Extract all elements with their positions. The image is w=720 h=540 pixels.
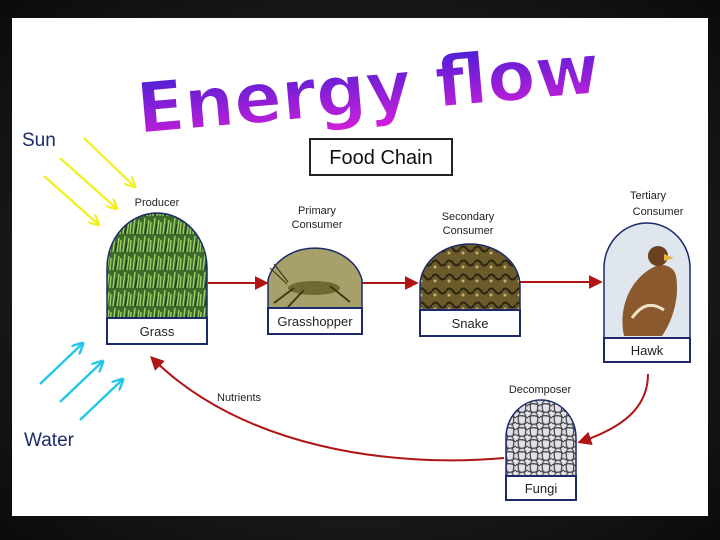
grasshopper-image	[267, 247, 363, 309]
slide: Energy flow Sun Water Food Chain Nutrien…	[12, 18, 708, 516]
primary-consumer-stage: Primary Consumer Grasshopper	[267, 205, 363, 335]
arrow-decomposer-to-producer	[150, 356, 505, 462]
page-title: Energy flow	[133, 28, 603, 150]
grass-label: Grass	[140, 324, 175, 339]
fungi-label: Fungi	[525, 481, 558, 496]
grasshopper-icon	[269, 263, 351, 308]
primary-role-line2: Consumer	[292, 219, 343, 231]
snake-label-box	[419, 309, 521, 337]
tertiary-consumer-stage: Tertiary Consumer Hawk	[603, 190, 691, 363]
secondary-role-line1: Secondary	[442, 211, 495, 223]
food-chain-box	[309, 138, 453, 176]
hawk-icon	[622, 246, 678, 336]
decomposer-role-label: Decomposer	[509, 384, 572, 396]
hawk-label-box	[603, 337, 691, 363]
arrow-tertiary-to-decomposer	[577, 373, 649, 446]
secondary-role-line2: Consumer	[443, 225, 494, 237]
energy-flow-diagram: Energy flow Sun Water Food Chain Nutrien…	[22, 27, 691, 501]
grasshopper-label-box	[267, 307, 363, 335]
sun-label: Sun	[22, 130, 56, 151]
fungi-label-box	[505, 475, 577, 501]
producer-role-label: Producer	[135, 197, 180, 209]
food-chain-label: Food Chain	[329, 147, 432, 169]
tertiary-role-line2: Consumer	[633, 206, 684, 218]
flow-arrows	[150, 275, 649, 462]
snake-label: Snake	[452, 316, 489, 331]
title-group: Energy flow	[132, 27, 603, 151]
primary-role-line1: Primary	[298, 205, 336, 217]
grass-label-box	[106, 317, 208, 345]
tertiary-role-line1: Tertiary	[630, 190, 667, 202]
snake-image	[419, 243, 521, 311]
sun-rays-icon	[43, 137, 134, 224]
secondary-consumer-stage: Secondary Consumer Snake	[419, 211, 521, 337]
hawk-label: Hawk	[631, 343, 664, 358]
water-label: Water	[24, 430, 75, 451]
fungi-image	[505, 399, 577, 477]
decomposer-stage: Decomposer Fungi	[505, 384, 577, 501]
producer-stage: Producer Grass	[106, 197, 208, 345]
grasshopper-label: Grasshopper	[277, 314, 353, 329]
grass-image	[106, 212, 208, 319]
nutrients-label: Nutrients	[217, 392, 262, 404]
water-arrows-icon	[39, 344, 122, 421]
